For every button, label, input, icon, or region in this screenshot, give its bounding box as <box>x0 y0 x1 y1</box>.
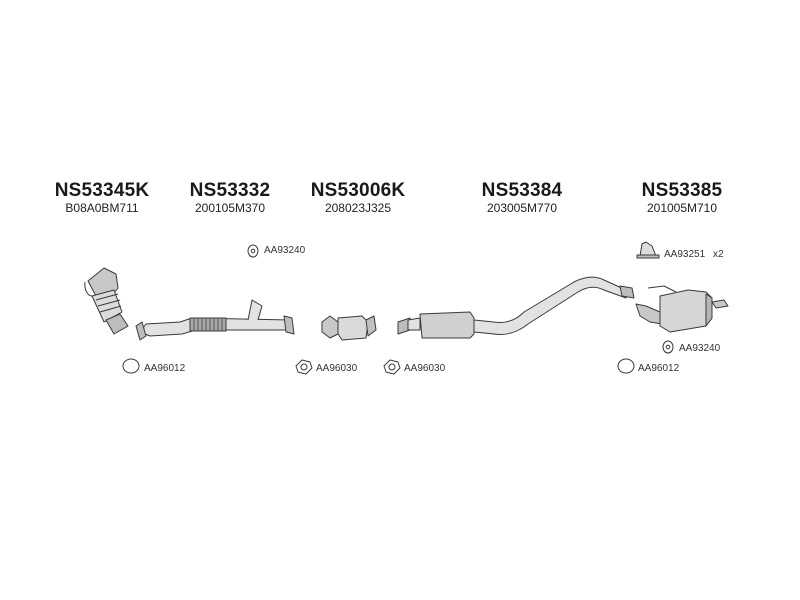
gasket-label-2[interactable]: AA96030 <box>404 363 446 374</box>
part-number[interactable]: NS53385 <box>641 180 723 201</box>
part-reference: 200105M370 <box>194 201 266 215</box>
hanger-label-top-right: AA93251 x2 <box>664 249 724 260</box>
part-number[interactable]: NS53006K <box>310 180 406 201</box>
rubber-hanger-icon-top-right[interactable] <box>636 241 660 259</box>
sealing-ring-icon-right[interactable] <box>617 358 635 374</box>
sealing-ring-icon-left[interactable] <box>122 358 140 374</box>
part-reference: 201005M710 <box>646 201 718 215</box>
part-group-2: NS53332 200105M370 <box>170 181 290 216</box>
part-reference: 203005M770 <box>486 201 558 215</box>
center-catalyst-drawing[interactable] <box>321 315 377 341</box>
middle-pipe-drawing[interactable] <box>397 276 635 339</box>
gasket-icon-2[interactable] <box>383 359 401 375</box>
part-number[interactable]: NS53332 <box>189 180 271 201</box>
ring-label-right[interactable]: AA96012 <box>638 363 680 374</box>
part-number[interactable]: NS53345K <box>54 180 150 201</box>
gasket-label-1[interactable]: AA96030 <box>316 363 358 374</box>
part-group-4: NS53384 203005M770 <box>462 181 582 216</box>
part-group-5: NS53385 201005M710 <box>622 181 742 216</box>
part-number[interactable]: NS53384 <box>481 180 563 201</box>
rubber-hanger-icon-top-left[interactable] <box>247 244 259 258</box>
rubber-hanger-icon-bottom-right[interactable] <box>662 340 674 354</box>
front-pipe-drawing[interactable] <box>135 299 295 341</box>
catalytic-converter-drawing[interactable] <box>84 267 129 335</box>
part-group-1: NS53345K B08A0BM711 <box>42 181 162 216</box>
hanger-label-top-right-code[interactable]: AA93251 <box>664 249 706 260</box>
gasket-icon-1[interactable] <box>295 359 313 375</box>
hanger-quantity: x2 <box>712 249 724 260</box>
part-group-3: NS53006K 208023J325 <box>296 181 420 216</box>
hanger-label-bottom-right[interactable]: AA93240 <box>679 343 721 354</box>
ring-label-left[interactable]: AA96012 <box>144 363 186 374</box>
hanger-label-top-left[interactable]: AA93240 <box>264 245 306 256</box>
part-reference: B08A0BM711 <box>65 201 139 215</box>
part-reference: 208023J325 <box>324 201 392 215</box>
rear-silencer-drawing[interactable] <box>635 285 729 333</box>
